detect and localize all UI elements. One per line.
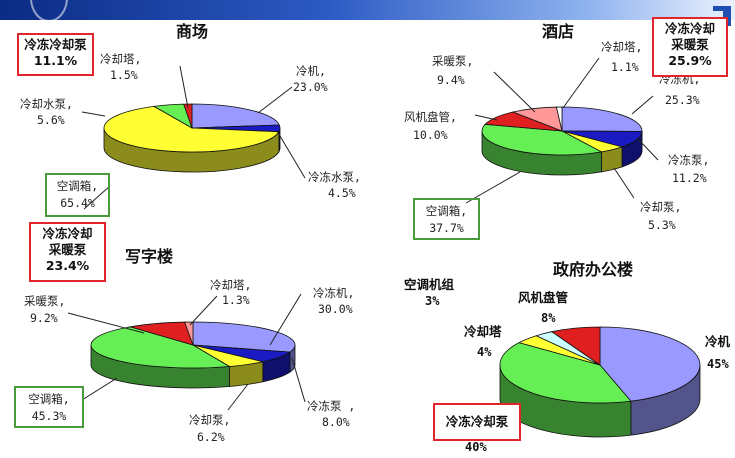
label-office-heating-pump: 采暖泵,	[24, 294, 65, 308]
label-office-chw-pump: 冷冻泵 ,	[307, 399, 355, 413]
value-mall-cooling-pump: 5.6%	[37, 113, 65, 127]
pie-slice	[599, 326, 701, 402]
value-hotel-chw-pump: 11.2%	[672, 171, 707, 185]
label-mall-tower: 冷却塔,	[100, 52, 141, 66]
value-office-chw-pump: 8.0%	[322, 415, 350, 429]
value-office-tower: 1.3%	[222, 293, 250, 307]
label-hotel-chw-pump: 冷冻泵,	[668, 153, 709, 167]
chart-title-government: 政府办公楼	[553, 260, 633, 279]
pie-slice	[555, 106, 563, 132]
label-gov-fcu: 风机盘管	[518, 290, 568, 305]
leader-lines	[67, 57, 659, 411]
value-gov-ahu: 3%	[425, 294, 440, 308]
label-office-ahu: 空调箱,	[28, 392, 70, 406]
hotel-ahu-label-box: 空调箱, 37.7%	[413, 198, 480, 240]
label-mall-chiller: 冷机,	[296, 64, 326, 78]
pie-slice	[481, 123, 603, 156]
pie-slice	[103, 105, 280, 153]
slide-header-bar	[0, 0, 735, 22]
gov-pump-label-box: 冷冻冷却泵	[433, 403, 521, 441]
value-gov-pump: 40%	[465, 440, 487, 454]
hotel-pump-summary-label-1: 冷冻冷却	[664, 21, 715, 36]
hotel-pump-summary-box: 冷冻冷却 采暖泵 25.9%	[652, 17, 728, 77]
label-hotel-ahu: 空调箱,	[425, 204, 468, 218]
value-hotel-chiller: 25.3%	[665, 93, 700, 107]
chart-title-mall: 商场	[176, 22, 208, 41]
value-mall-ahu: 65.4%	[60, 196, 95, 210]
label-gov-pump: 冷冻冷却泵	[445, 414, 509, 429]
pie-slice	[192, 321, 296, 353]
mall-ahu-label-box: 空调箱, 65.4%	[45, 173, 110, 217]
label-gov-chiller: 冷机	[705, 334, 731, 349]
mall-pump-summary-box: 冷冻冷却泵 11.1%	[17, 33, 94, 76]
value-hotel-tower: 1.1%	[611, 60, 639, 74]
pie-slice	[183, 103, 193, 129]
label-office-tower: 冷却塔,	[210, 278, 251, 292]
label-gov-tower: 冷却塔	[464, 324, 502, 339]
label-hotel-heating-pump: 采暖泵,	[432, 54, 473, 68]
label-office-cw-pump: 冷却泵,	[189, 413, 230, 427]
office-pump-summary-box: 冷冻冷却 采暖泵 23.4%	[29, 222, 106, 282]
office-ahu-label-box: 空调箱, 45.3%	[14, 386, 84, 428]
pie-office	[90, 321, 296, 389]
office-pump-summary-label-1: 冷冻冷却	[42, 226, 93, 241]
corner-logo-mark	[709, 6, 731, 26]
value-hotel-heating-pump: 9.4%	[437, 73, 465, 87]
pie-slice	[550, 326, 601, 366]
value-hotel-fcu: 10.0%	[413, 128, 448, 142]
value-mall-chiller: 23.0%	[293, 80, 328, 94]
value-office-chiller: 30.0%	[318, 302, 353, 316]
mall-pump-summary-label: 冷冻冷却泵	[24, 37, 87, 52]
label-hotel-cw-pump: 冷却泵,	[640, 200, 681, 214]
label-office-chiller: 冷冻机,	[313, 286, 354, 300]
value-mall-tower: 1.5%	[110, 68, 138, 82]
pie-mall	[103, 103, 281, 173]
value-gov-fcu: 8%	[541, 311, 556, 325]
office-pump-summary-value: 23.4%	[45, 258, 90, 273]
label-mall-chw-pump: 冷冻水泵,	[308, 170, 361, 184]
value-gov-tower: 4%	[477, 345, 492, 359]
pie-slice	[191, 103, 280, 129]
chart-title-hotel: 酒店	[542, 22, 574, 41]
label-hotel-fcu: 风机盘管,	[404, 110, 457, 124]
office-pump-summary-label-2: 采暖泵	[48, 242, 87, 257]
hotel-pump-summary-value: 25.9%	[668, 53, 712, 68]
value-mall-chw-pump: 4.5%	[328, 186, 356, 200]
pie-slice	[499, 342, 632, 404]
label-mall-cooling-pump: 冷却水泵,	[20, 97, 73, 111]
value-hotel-ahu: 37.7%	[429, 221, 464, 235]
hotel-pump-summary-label-2: 采暖泵	[671, 37, 709, 52]
chart-title-office: 写字楼	[125, 247, 173, 266]
value-office-cw-pump: 6.2%	[197, 430, 225, 444]
pie-government	[499, 326, 701, 438]
pie-slice	[561, 106, 643, 132]
value-office-heating-pump: 9.2%	[30, 311, 58, 325]
value-gov-chiller: 45%	[707, 357, 729, 371]
label-mall-ahu: 空调箱,	[56, 179, 99, 193]
value-office-ahu: 45.3%	[31, 409, 67, 423]
pie-slice	[90, 326, 231, 369]
label-hotel-tower: 冷却塔,	[601, 40, 642, 54]
mall-pump-summary-value: 11.1%	[33, 53, 78, 68]
label-gov-ahu: 空调机组	[404, 277, 455, 292]
pie-hotel	[481, 106, 643, 176]
value-hotel-cw-pump: 5.3%	[648, 218, 676, 232]
